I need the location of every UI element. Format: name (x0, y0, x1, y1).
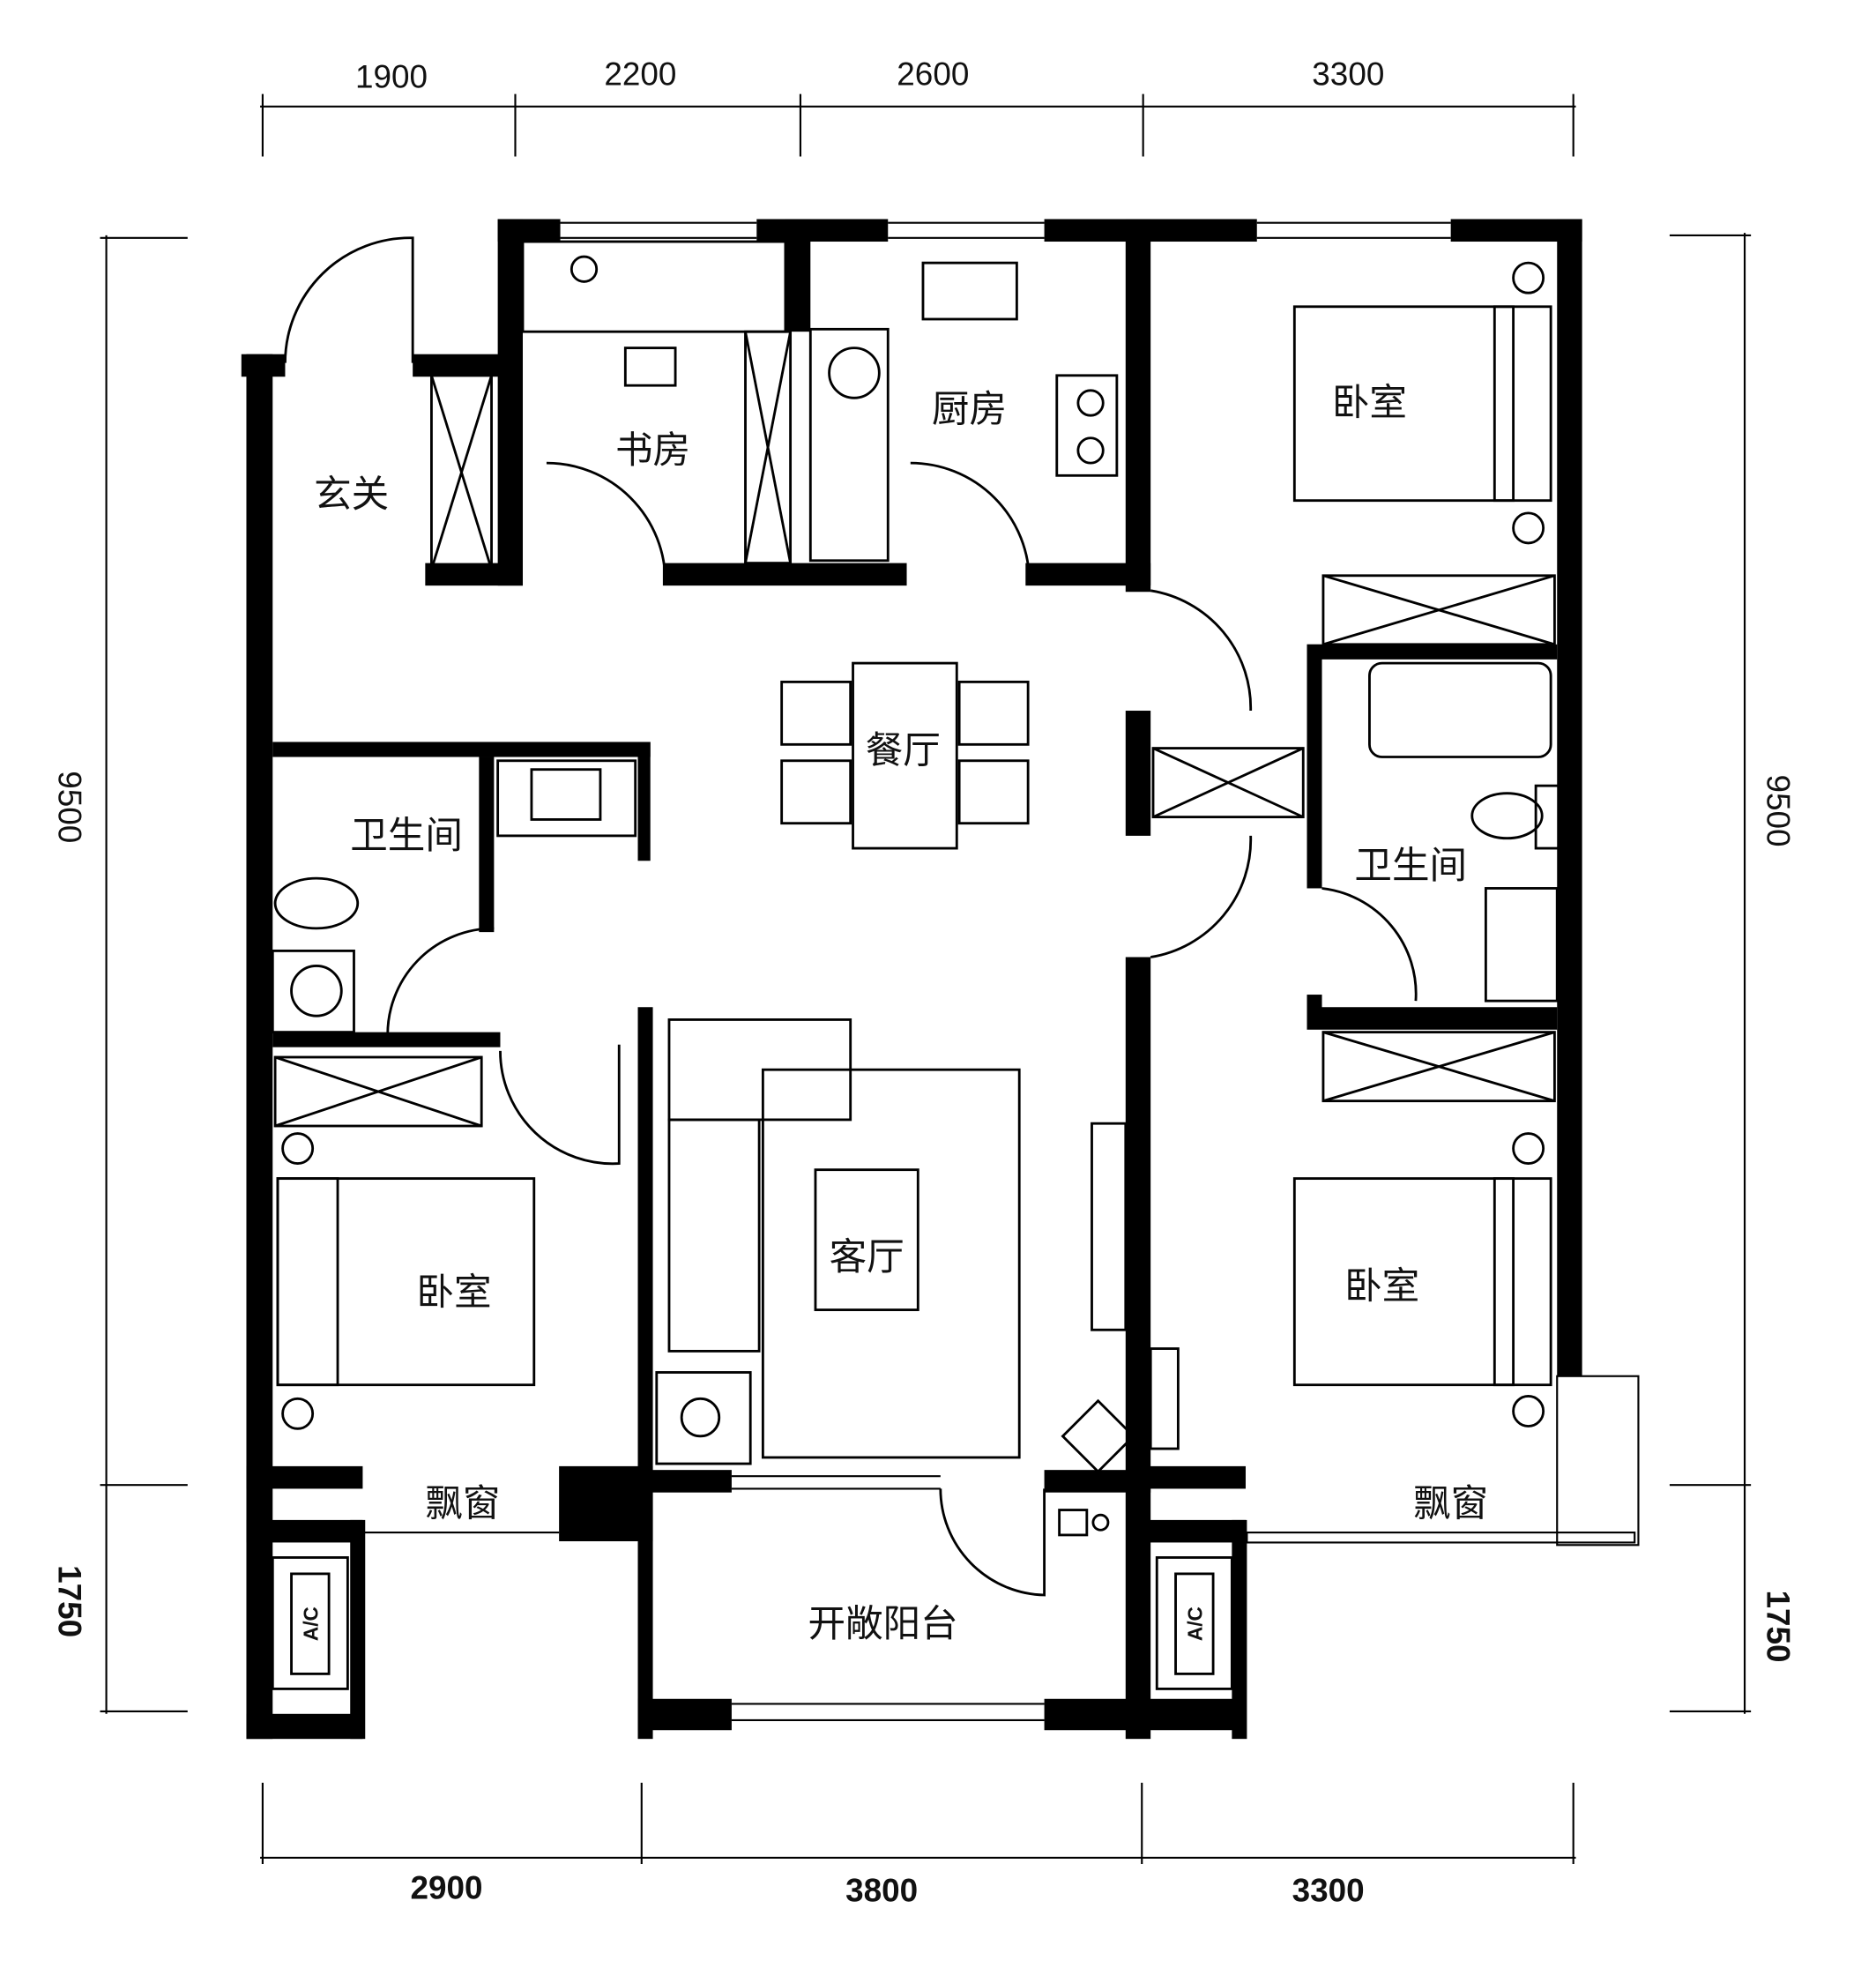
windows (362, 221, 1640, 1721)
room-label-bay-west: 飘窗 (425, 1482, 500, 1526)
dim-right-2: 1750 (1761, 1590, 1797, 1662)
room-label-entry: 玄关 (314, 473, 389, 517)
dim-top-2: 2200 (604, 56, 676, 93)
svg-text:A/C: A/C (1183, 1606, 1206, 1641)
room-label-bedroom-ne: 卧室 (1332, 381, 1407, 425)
furniture (271, 240, 1562, 1537)
dim-top-3: 2600 (897, 56, 969, 93)
dimension-lines (100, 93, 1752, 1865)
room-label-bath-east: 卫生间 (1354, 844, 1467, 888)
dim-left-2: 1750 (52, 1565, 88, 1637)
doors (284, 236, 1418, 1597)
dim-top-1: 1900 (355, 59, 428, 95)
dim-bottom-1: 2900 (410, 1870, 482, 1906)
room-label-dining: 餐厅 (866, 729, 941, 773)
svg-text:A/C: A/C (299, 1606, 322, 1641)
dim-top-4: 3300 (1312, 56, 1384, 93)
room-label-balcony: 开敞阳台 (808, 1602, 957, 1646)
room-label-living: 客厅 (830, 1235, 904, 1279)
room-label-study: 书房 (615, 429, 690, 473)
walls (241, 219, 1582, 1740)
ac-unit-west: A/C (271, 1556, 349, 1690)
room-label-bedroom-se: 卧室 (1344, 1264, 1419, 1308)
ac-unit-east: A/C (1155, 1556, 1233, 1690)
dim-bottom-3: 3300 (1292, 1873, 1365, 1909)
dim-left-1: 9500 (52, 771, 88, 843)
dim-right-1: 9500 (1761, 774, 1797, 846)
room-label-bath-west: 卫生间 (350, 814, 463, 858)
dim-bottom-2: 3800 (845, 1873, 918, 1909)
room-label-kitchen: 厨房 (932, 387, 1007, 431)
room-label-bay-east: 飘窗 (1413, 1482, 1488, 1526)
room-label-bedroom-sw: 卧室 (416, 1271, 491, 1315)
